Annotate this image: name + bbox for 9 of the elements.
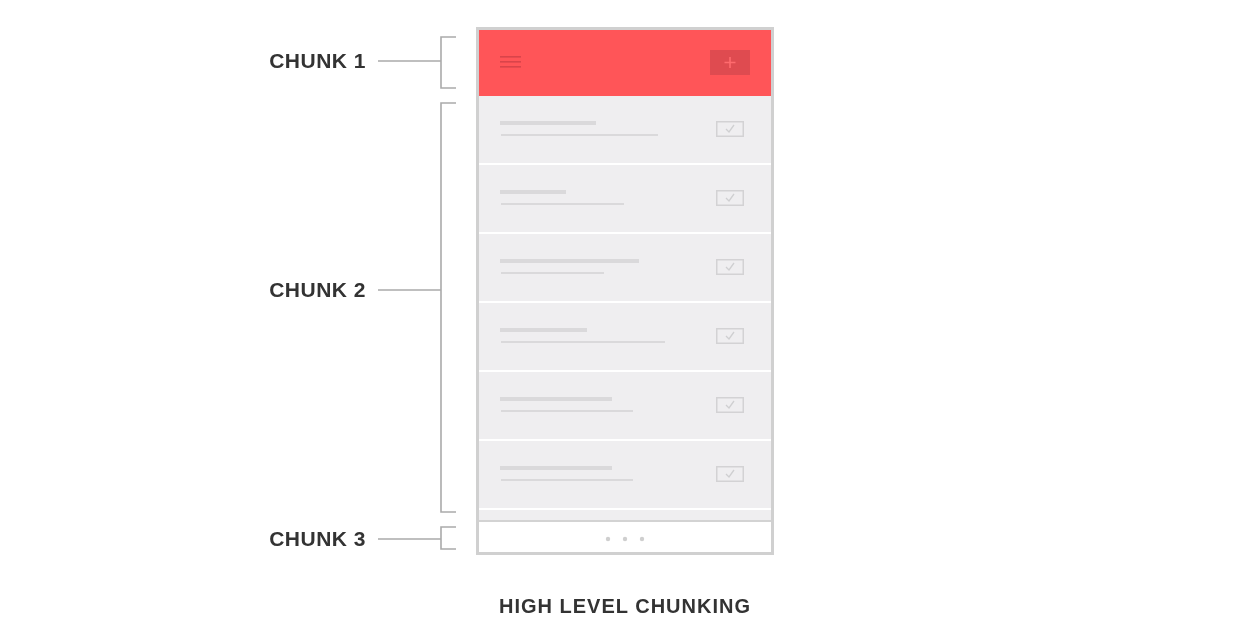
leader-line <box>377 289 442 291</box>
caption: HIGH LEVEL CHUNKING <box>499 594 751 618</box>
leader-line <box>377 60 442 62</box>
chunk-label: CHUNK 1 <box>269 49 366 73</box>
list-panel <box>479 96 771 520</box>
header-bar <box>479 30 771 96</box>
chunk-label: CHUNK 2 <box>269 278 366 302</box>
chunk-label: CHUNK 3 <box>269 527 366 551</box>
leader-line <box>377 538 442 540</box>
